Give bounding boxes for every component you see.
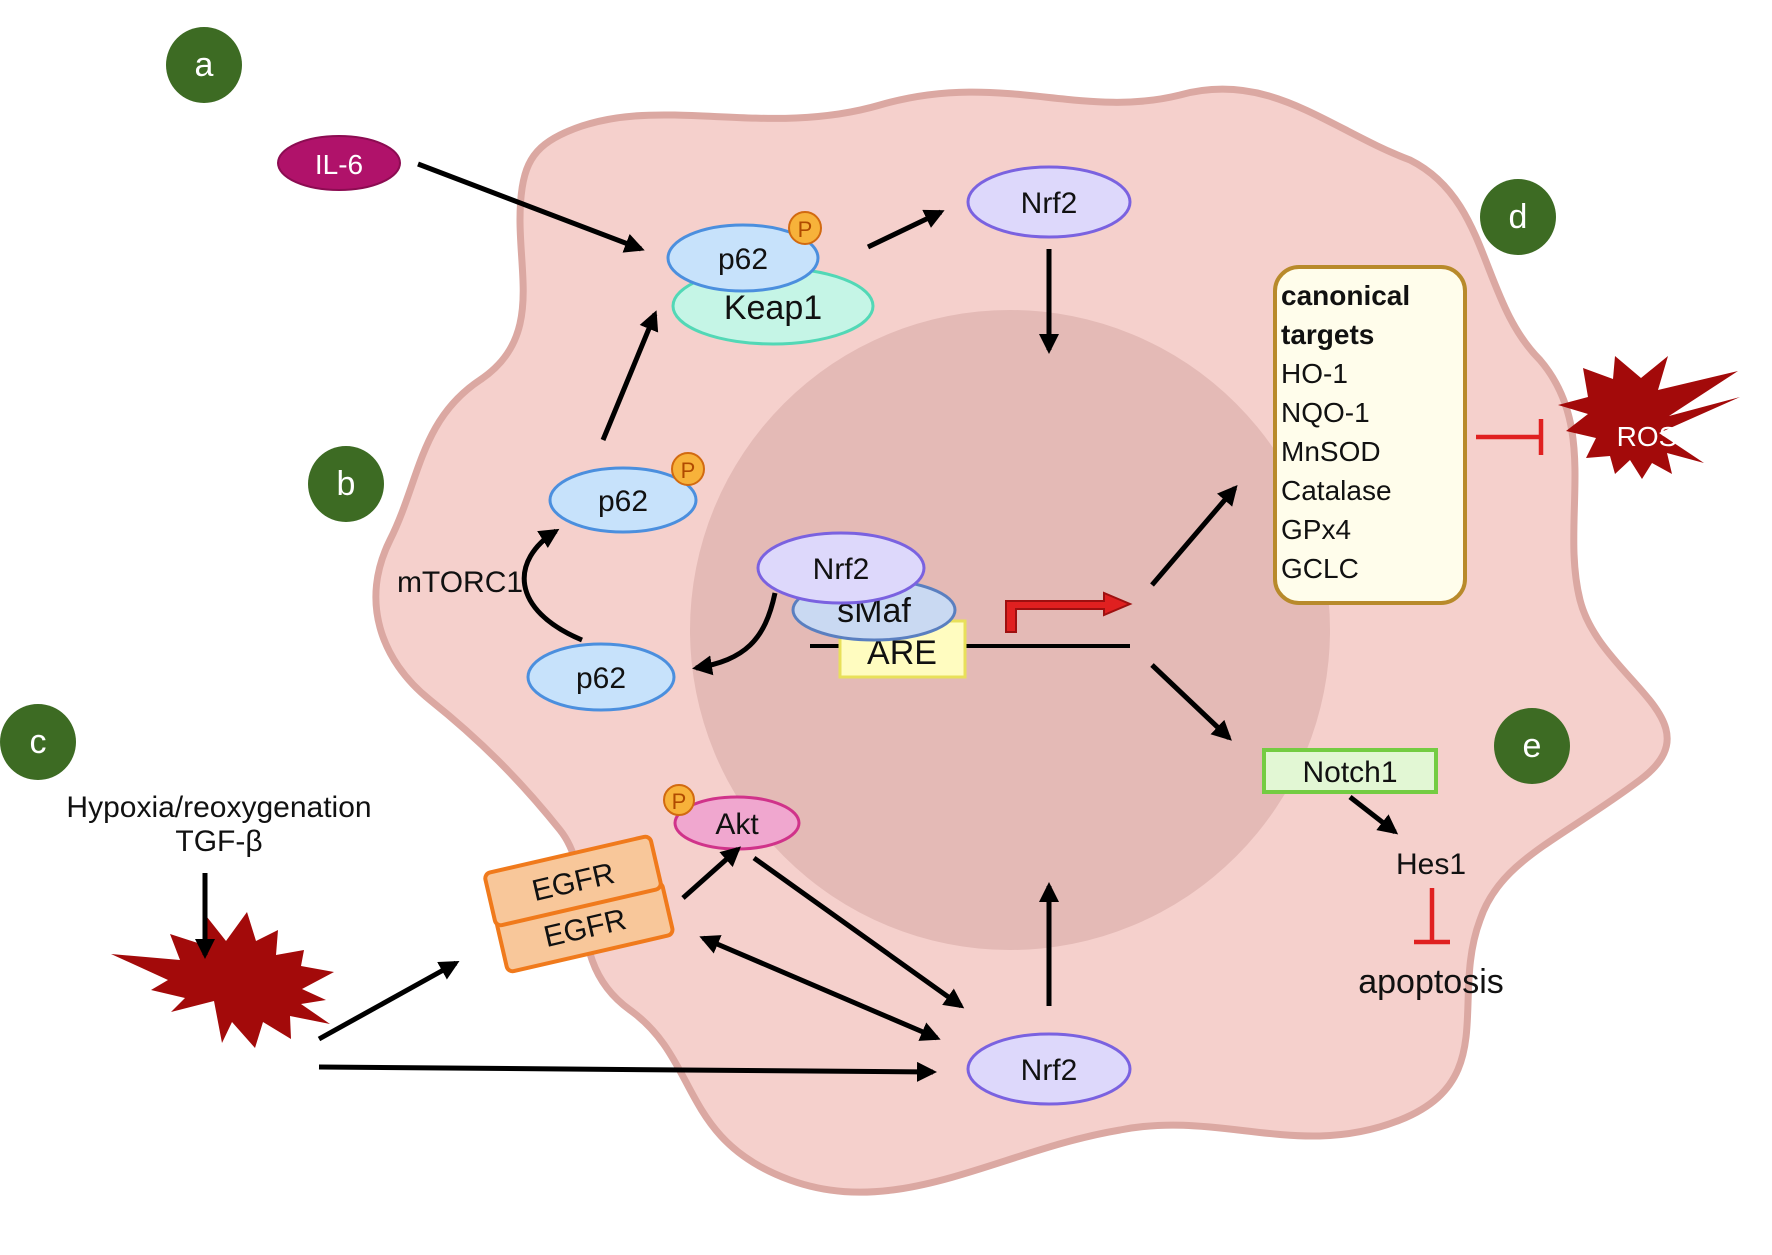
panel-badge-c: c bbox=[0, 704, 76, 780]
hes1-label: Hes1 bbox=[1396, 848, 1466, 881]
target-gpx4: GPx4 bbox=[1281, 514, 1351, 545]
phospho-akt-label: P bbox=[672, 789, 687, 814]
phospho-top-icon: P bbox=[788, 211, 822, 245]
panel-d-label: d bbox=[1509, 198, 1528, 236]
arrow-p62-to-nrf2 bbox=[866, 209, 945, 250]
p62-mid-label: p62 bbox=[598, 485, 648, 518]
panel-badge-d: d bbox=[1480, 179, 1556, 255]
ros-left-label: ROS bbox=[189, 1045, 250, 1076]
target-ho1: HO-1 bbox=[1281, 358, 1348, 389]
arrow-mtorc1-phospho bbox=[521, 528, 583, 643]
stimulus-hypoxia-label: Hypoxia/reoxygenation bbox=[66, 791, 371, 824]
phospho-mid-icon: P bbox=[671, 452, 705, 486]
p62-top-node: p62 bbox=[666, 223, 820, 293]
panel-e-label: e bbox=[1523, 727, 1542, 765]
target-mnsod: MnSOD bbox=[1281, 436, 1381, 467]
panel-c-label: c bbox=[30, 723, 47, 761]
arrow-p62mid-to-keap1 bbox=[600, 310, 659, 441]
nrf2-bottom-node: Nrf2 bbox=[966, 1032, 1132, 1106]
nrf2-top-node: Nrf2 bbox=[966, 165, 1132, 239]
phospho-top-label: P bbox=[798, 217, 813, 242]
panel-badge-a: a bbox=[166, 27, 242, 103]
arrow-notch1-to-hes1 bbox=[1348, 795, 1399, 835]
panel-b-label: b bbox=[337, 465, 356, 503]
ros-right-label: ROS bbox=[1617, 421, 1678, 452]
arrow-ros-to-egfr bbox=[317, 960, 460, 1042]
egfr-upper-node: EGFR bbox=[483, 834, 663, 928]
notch1-node: Notch1 bbox=[1262, 748, 1438, 794]
target-catalase: Catalase bbox=[1281, 475, 1392, 506]
akt-label: Akt bbox=[715, 808, 759, 841]
akt-node: Akt bbox=[673, 795, 801, 851]
target-nqo1: NQO-1 bbox=[1281, 397, 1370, 428]
phospho-mid-label: P bbox=[681, 458, 696, 483]
panel-badge-e: e bbox=[1494, 708, 1570, 784]
nrf2-bottom-label: Nrf2 bbox=[1021, 1054, 1078, 1087]
apoptosis-label: apoptosis bbox=[1358, 963, 1504, 1001]
targets-title-line2: targets bbox=[1281, 319, 1374, 350]
panel-badge-b: b bbox=[308, 446, 384, 522]
notch1-label: Notch1 bbox=[1302, 756, 1397, 789]
il6-node: IL-6 bbox=[277, 135, 401, 191]
stimulus-tgfb-label: TGF-β bbox=[175, 825, 262, 858]
canonical-targets-box: canonical targets HO-1 NQO-1 MnSOD Catal… bbox=[1273, 265, 1467, 605]
phospho-akt-icon: P bbox=[663, 784, 695, 816]
il6-label: IL-6 bbox=[315, 149, 363, 180]
arrow-ros-to-nrf2 bbox=[318, 1061, 937, 1082]
p62-mid-node: p62 bbox=[548, 466, 698, 534]
nrf2-top-label: Nrf2 bbox=[1021, 187, 1078, 220]
arrow-egfr-to-akt bbox=[681, 846, 741, 900]
transcription-start-arrow bbox=[1005, 591, 1133, 633]
arrow-dna-to-notch1 bbox=[1150, 663, 1232, 741]
p62-top-label: p62 bbox=[718, 243, 768, 276]
ros-right-node: ROS bbox=[1558, 356, 1740, 479]
mtorc1-label: mTORC1 bbox=[397, 566, 523, 599]
nrf2-nuclear-label: Nrf2 bbox=[813, 553, 870, 586]
arrow-nrf2-to-p62 bbox=[692, 592, 778, 676]
ros-left-node: ROS bbox=[111, 912, 334, 1076]
target-gclc: GCLC bbox=[1281, 553, 1359, 584]
arrow-il6-to-p62 bbox=[417, 161, 645, 253]
p62-low-label: p62 bbox=[576, 662, 626, 695]
arrow-egfr-nrf2-bidirectional bbox=[699, 935, 941, 1041]
targets-title-line1: canonical bbox=[1281, 280, 1410, 311]
arrow-dna-to-targets bbox=[1150, 484, 1238, 587]
p62-low-node: p62 bbox=[526, 642, 676, 712]
panel-a-label: a bbox=[195, 46, 214, 84]
nrf2-nuclear-node: Nrf2 bbox=[756, 531, 926, 605]
keap1-label: Keap1 bbox=[724, 289, 822, 327]
